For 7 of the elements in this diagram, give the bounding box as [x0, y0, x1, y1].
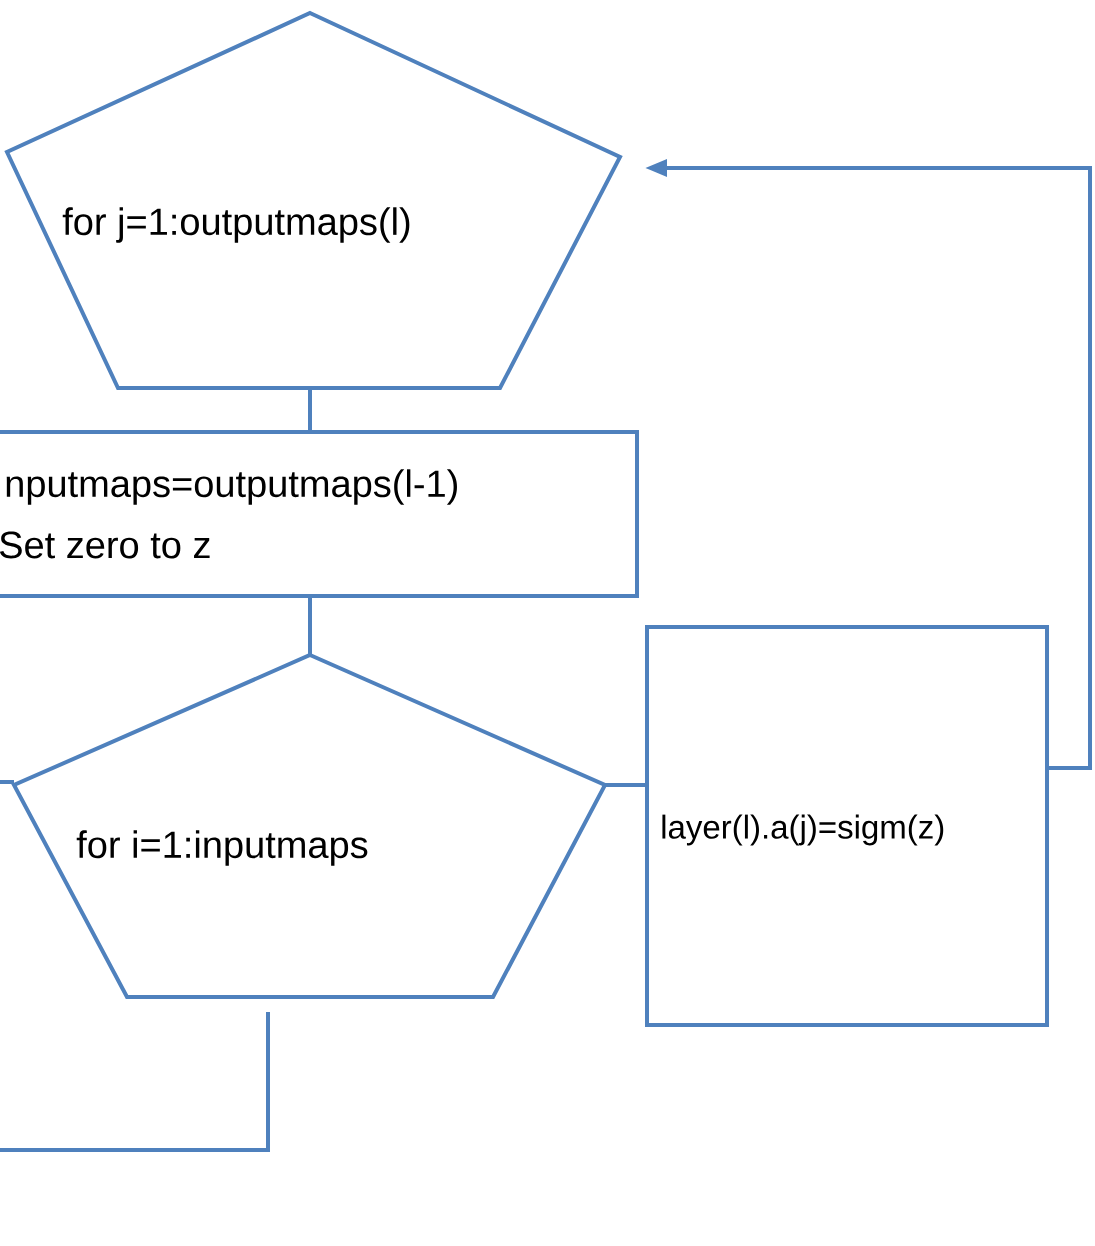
connector-line	[0, 780, 14, 784]
process-box: layer(l).a(j)=sigm(z)	[645, 625, 1049, 1027]
connector-line	[308, 388, 312, 432]
connector-line	[605, 783, 647, 787]
process-box: nputmaps=outputmaps(l-1) Set zero to z	[0, 430, 639, 598]
connector-line	[308, 596, 312, 655]
connector-line	[0, 1012, 270, 1152]
